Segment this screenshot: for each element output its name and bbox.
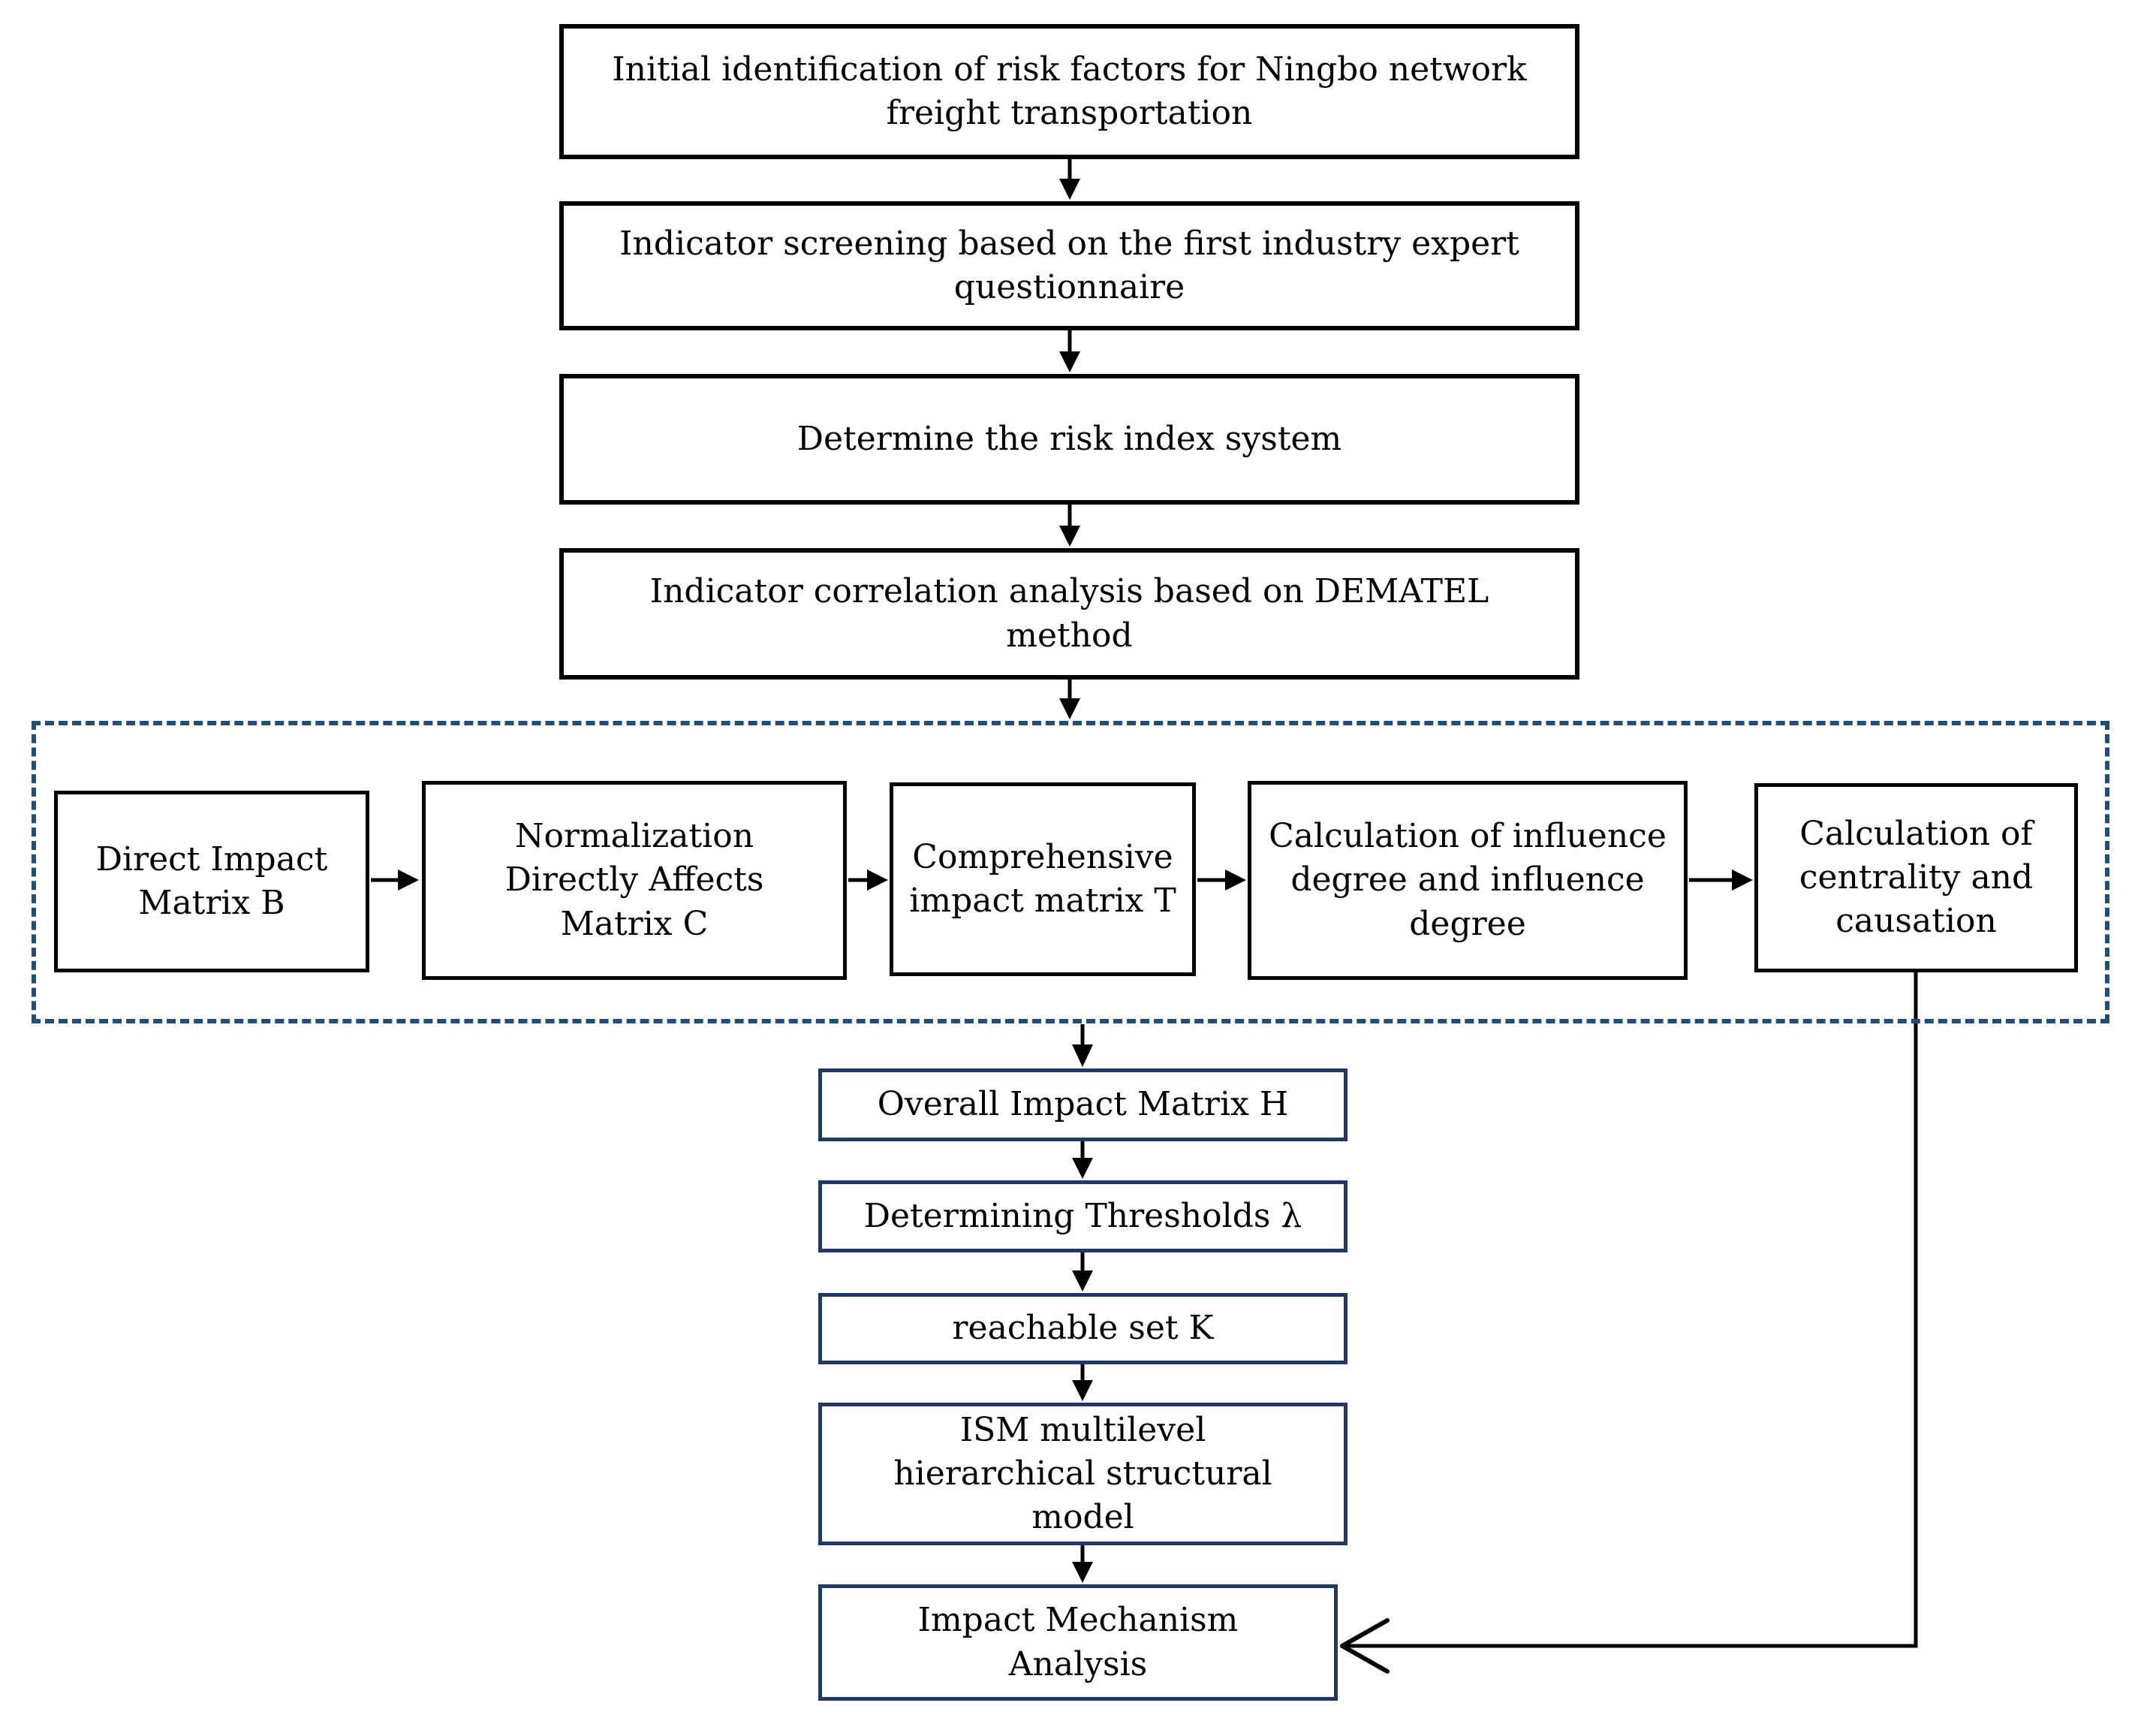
flow-box-reachable-set-k: reachable set K — [818, 1293, 1348, 1364]
flow-box-impact-mechanism-analysis: Impact Mechanism Analysis — [818, 1584, 1338, 1701]
dematel-box-label: Calculation of influence degree and infl… — [1269, 817, 1667, 943]
flow-box-label: Impact Mechanism Analysis — [917, 1601, 1239, 1683]
arrow-down-8 — [1072, 1364, 1093, 1401]
flow-box-label: Determining Thresholds λ — [863, 1196, 1302, 1235]
dematel-box-label: Normalization Directly Affects Matrix C — [504, 817, 764, 943]
arrow-right-2 — [848, 870, 888, 891]
connector-centrality-to-impact — [1340, 972, 1918, 1674]
dematel-box-comprehensive-matrix-t: Comprehensive impact matrix T — [890, 782, 1196, 976]
dematel-box-normalization-matrix-c: Normalization Directly Affects Matrix C — [422, 781, 847, 980]
dematel-dashed-group — [32, 721, 2109, 1023]
flow-box-label: Indicator screening based on the first i… — [619, 224, 1519, 306]
arrow-right-1 — [371, 870, 419, 891]
flow-box-indicator-screening: Indicator screening based on the first i… — [559, 201, 1579, 330]
arrow-down-6 — [1072, 1141, 1093, 1179]
dematel-box-label: Direct Impact Matrix B — [95, 839, 328, 922]
flow-box-label: ISM multilevel hierarchical structural m… — [893, 1410, 1272, 1537]
arrow-down-4 — [1059, 680, 1080, 719]
flow-box-label: Determine the risk index system — [796, 419, 1342, 458]
flow-box-ism-model: ISM multilevel hierarchical structural m… — [818, 1403, 1348, 1545]
flow-box-overall-impact-matrix-h: Overall Impact Matrix H — [818, 1068, 1348, 1141]
arrow-down-3 — [1059, 505, 1080, 547]
dematel-box-direct-impact-matrix-b: Direct Impact Matrix B — [54, 791, 369, 972]
dematel-box-centrality-causation: Calculation of centrality and causation — [1754, 783, 2078, 972]
arrow-right-4 — [1689, 870, 1753, 891]
arrow-down-7 — [1072, 1252, 1093, 1291]
dematel-box-label: Calculation of centrality and causation — [1799, 814, 2034, 941]
arrow-down-1 — [1059, 159, 1080, 200]
dematel-box-influence-degree: Calculation of influence degree and infl… — [1248, 781, 1688, 980]
arrow-right-3 — [1197, 870, 1246, 891]
flow-box-label: reachable set K — [952, 1309, 1214, 1348]
arrow-down-5 — [1072, 1024, 1093, 1067]
flow-box-risk-index-system: Determine the risk index system — [559, 374, 1579, 505]
flow-box-label: Initial identification of risk factors f… — [612, 50, 1527, 132]
arrow-down-2 — [1059, 330, 1080, 372]
flow-box-determining-thresholds: Determining Thresholds λ — [818, 1180, 1348, 1252]
dematel-box-label: Comprehensive impact matrix T — [909, 837, 1176, 920]
flow-box-dematel-analysis: Indicator correlation analysis based on … — [559, 548, 1579, 680]
flow-box-initial-identification: Initial identification of risk factors f… — [559, 24, 1579, 159]
arrow-down-9 — [1072, 1545, 1093, 1583]
flow-box-label: Indicator correlation analysis based on … — [649, 572, 1489, 655]
flow-box-label: Overall Impact Matrix H — [877, 1085, 1289, 1124]
